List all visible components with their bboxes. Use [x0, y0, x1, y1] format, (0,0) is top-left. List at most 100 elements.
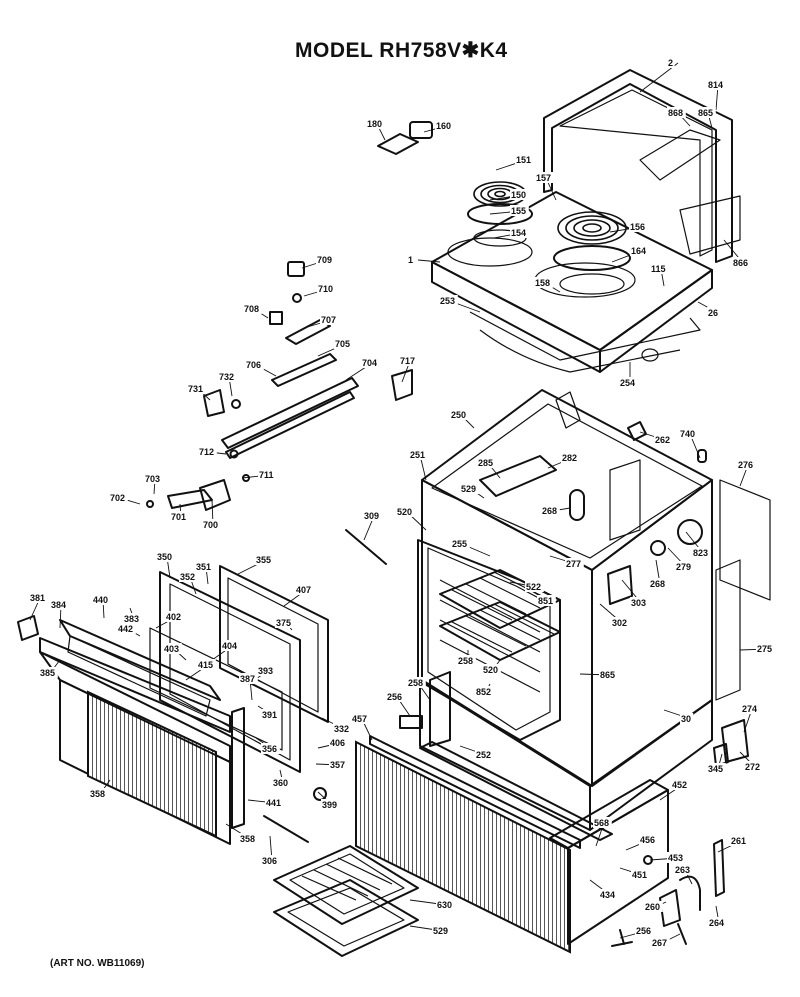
part-label-bg — [39, 667, 58, 678]
part-number-26: 26 — [708, 308, 718, 318]
part-number-285: 285 — [478, 458, 493, 468]
part-label-bg — [475, 749, 494, 760]
part-number-402: 402 — [166, 612, 181, 622]
part-number-381: 381 — [30, 593, 45, 603]
part-number-707: 707 — [321, 315, 336, 325]
part-label-bg — [644, 901, 663, 912]
part-label-bg — [619, 377, 638, 388]
part-number-434: 434 — [600, 890, 615, 900]
part-number-256: 256 — [636, 926, 651, 936]
part-label-bg — [245, 359, 264, 370]
leader-line-1 — [417, 259, 441, 263]
part-number-731: 731 — [188, 384, 203, 394]
part-label-bg — [732, 257, 751, 268]
part-label-bg — [243, 303, 262, 314]
part-label-bg — [218, 371, 237, 382]
part-label-bg — [561, 452, 580, 463]
part-number-345: 345 — [708, 764, 723, 774]
part-number-355: 355 — [256, 555, 271, 565]
part-number-456: 456 — [640, 835, 655, 845]
part-label-bg — [565, 558, 584, 569]
part-number-267: 267 — [652, 938, 667, 948]
part-label-bg — [649, 578, 668, 589]
part-label-bg — [198, 446, 217, 457]
part-number-360: 360 — [273, 778, 288, 788]
part-number-282: 282 — [562, 453, 577, 463]
part-number-155: 155 — [511, 206, 526, 216]
part-label-bg — [396, 506, 415, 517]
terminal-block — [377, 121, 433, 155]
part-number-457: 457 — [352, 714, 367, 724]
part-number-309: 309 — [364, 511, 379, 521]
part-number-164: 164 — [631, 246, 646, 256]
part-number-440: 440 — [93, 595, 108, 605]
part-number-258: 258 — [408, 678, 423, 688]
part-label-bg — [477, 457, 496, 468]
part-label-bg — [534, 277, 553, 288]
part-number-351: 351 — [196, 562, 211, 572]
part-label-bg — [671, 779, 690, 790]
part-label-bg — [510, 227, 529, 238]
part-label-bg — [635, 925, 654, 936]
part-label-bg — [675, 561, 694, 572]
part-label-bg — [321, 799, 340, 810]
part-number-358: 358 — [90, 789, 105, 799]
part-number-158: 158 — [535, 278, 550, 288]
part-number-520: 520 — [397, 507, 412, 517]
oven-liner-and-racks — [417, 539, 561, 741]
part-number-717: 717 — [400, 356, 415, 366]
part-number-442: 442 — [118, 624, 133, 634]
part-number-254: 254 — [620, 378, 635, 388]
latch-linkage-parts — [146, 261, 413, 511]
part-label-bg — [639, 834, 658, 845]
part-label-bg — [117, 623, 136, 634]
oven-door-assembly — [17, 529, 387, 845]
broiler-pan — [273, 845, 419, 957]
part-label-bg — [630, 597, 649, 608]
part-number-391: 391 — [262, 710, 277, 720]
part-number-276: 276 — [738, 460, 753, 470]
part-number-865: 865 — [600, 670, 615, 680]
part-label-bg — [450, 409, 469, 420]
part-number-865: 865 — [698, 108, 713, 118]
part-number-711: 711 — [259, 470, 274, 480]
part-label-bg — [317, 283, 336, 294]
part-number-255: 255 — [452, 539, 467, 549]
part-label-bg — [409, 449, 428, 460]
part-label-bg — [730, 835, 749, 846]
part-label-bg — [29, 592, 48, 603]
part-number-358: 358 — [240, 834, 255, 844]
part-label-bg — [221, 640, 240, 651]
part-label-bg — [436, 899, 455, 910]
part-label-bg — [679, 428, 698, 439]
part-number-180: 180 — [367, 119, 382, 129]
part-label-bg — [744, 761, 763, 772]
part-number-630: 630 — [437, 900, 452, 910]
part-label-bg — [197, 659, 216, 670]
lower-front-and-drawer — [355, 671, 713, 954]
part-number-251: 251 — [410, 450, 425, 460]
part-label-bg — [650, 263, 669, 274]
surface-unit-large — [553, 211, 631, 295]
part-number-568: 568 — [594, 818, 609, 828]
part-label-bg — [707, 79, 726, 90]
part-label-bg — [255, 554, 274, 565]
part-label-bg — [692, 547, 711, 558]
part-label-bg — [258, 469, 277, 480]
part-number-157: 157 — [536, 173, 551, 183]
part-number-441: 441 — [266, 798, 281, 808]
part-label-bg — [261, 855, 280, 866]
part-number-452: 452 — [672, 780, 687, 790]
part-label-bg — [611, 617, 630, 628]
part-number-415: 415 — [198, 660, 213, 670]
part-number-357: 357 — [330, 760, 345, 770]
part-number-814: 814 — [708, 80, 723, 90]
part-label-bg — [202, 519, 221, 530]
part-number-403: 403 — [164, 644, 179, 654]
part-number-451: 451 — [632, 870, 647, 880]
part-number-350: 350 — [157, 552, 172, 562]
part-number-252: 252 — [476, 750, 491, 760]
part-number-708: 708 — [244, 304, 259, 314]
